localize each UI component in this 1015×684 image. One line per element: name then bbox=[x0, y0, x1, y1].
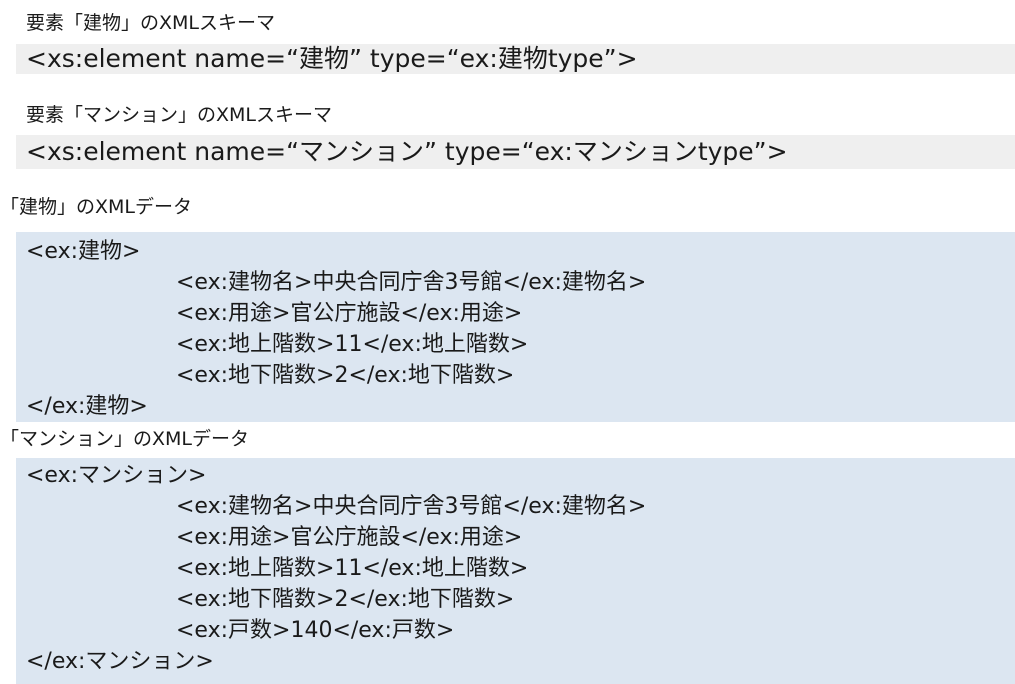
schema-building-code-box: <xs:element name=“建物” type=“ex:建物type”> bbox=[16, 44, 1015, 74]
data-mansion-line: <ex:地下階数>2</ex:地下階数> bbox=[176, 587, 515, 612]
data-building-line: <ex:用途>官公庁施設</ex:用途> bbox=[176, 301, 523, 326]
data-building-heading: 「建物」のXMLデータ bbox=[0, 196, 192, 218]
data-building-line: <ex:地上階数>11</ex:地上階数> bbox=[176, 332, 529, 357]
schema-mansion-code: <xs:element name=“マンション” type=“ex:マンションt… bbox=[26, 137, 788, 166]
schema-building-code: <xs:element name=“建物” type=“ex:建物type”> bbox=[26, 44, 638, 73]
data-building-line: <ex:建物名>中央合同庁舎3号館</ex:建物名> bbox=[176, 270, 647, 295]
data-building-box: <ex:建物> <ex:建物名>中央合同庁舎3号館</ex:建物名> <ex:用… bbox=[16, 232, 1015, 422]
data-building-close-tag: </ex:建物> bbox=[26, 394, 148, 419]
data-mansion-line: <ex:戸数>140</ex:戸数> bbox=[176, 618, 455, 643]
data-mansion-line: <ex:地上階数>11</ex:地上階数> bbox=[176, 556, 529, 581]
data-building-open-tag: <ex:建物> bbox=[26, 239, 141, 264]
data-mansion-heading: 「マンション」のXMLデータ bbox=[0, 428, 249, 450]
data-mansion-line: <ex:建物名>中央合同庁舎3号館</ex:建物名> bbox=[176, 494, 647, 519]
schema-mansion-heading: 要素「マンション」のXMLスキーマ bbox=[26, 104, 332, 126]
data-mansion-close-tag: </ex:マンション> bbox=[26, 649, 214, 674]
data-mansion-open-tag: <ex:マンション> bbox=[26, 463, 207, 488]
data-mansion-line: <ex:用途>官公庁施設</ex:用途> bbox=[176, 525, 523, 550]
data-mansion-box: <ex:マンション> <ex:建物名>中央合同庁舎3号館</ex:建物名> <e… bbox=[16, 458, 1015, 684]
schema-building-heading: 要素「建物」のXMLスキーマ bbox=[26, 12, 275, 34]
schema-mansion-code-box: <xs:element name=“マンション” type=“ex:マンションt… bbox=[16, 135, 1015, 169]
data-building-line: <ex:地下階数>2</ex:地下階数> bbox=[176, 363, 515, 388]
